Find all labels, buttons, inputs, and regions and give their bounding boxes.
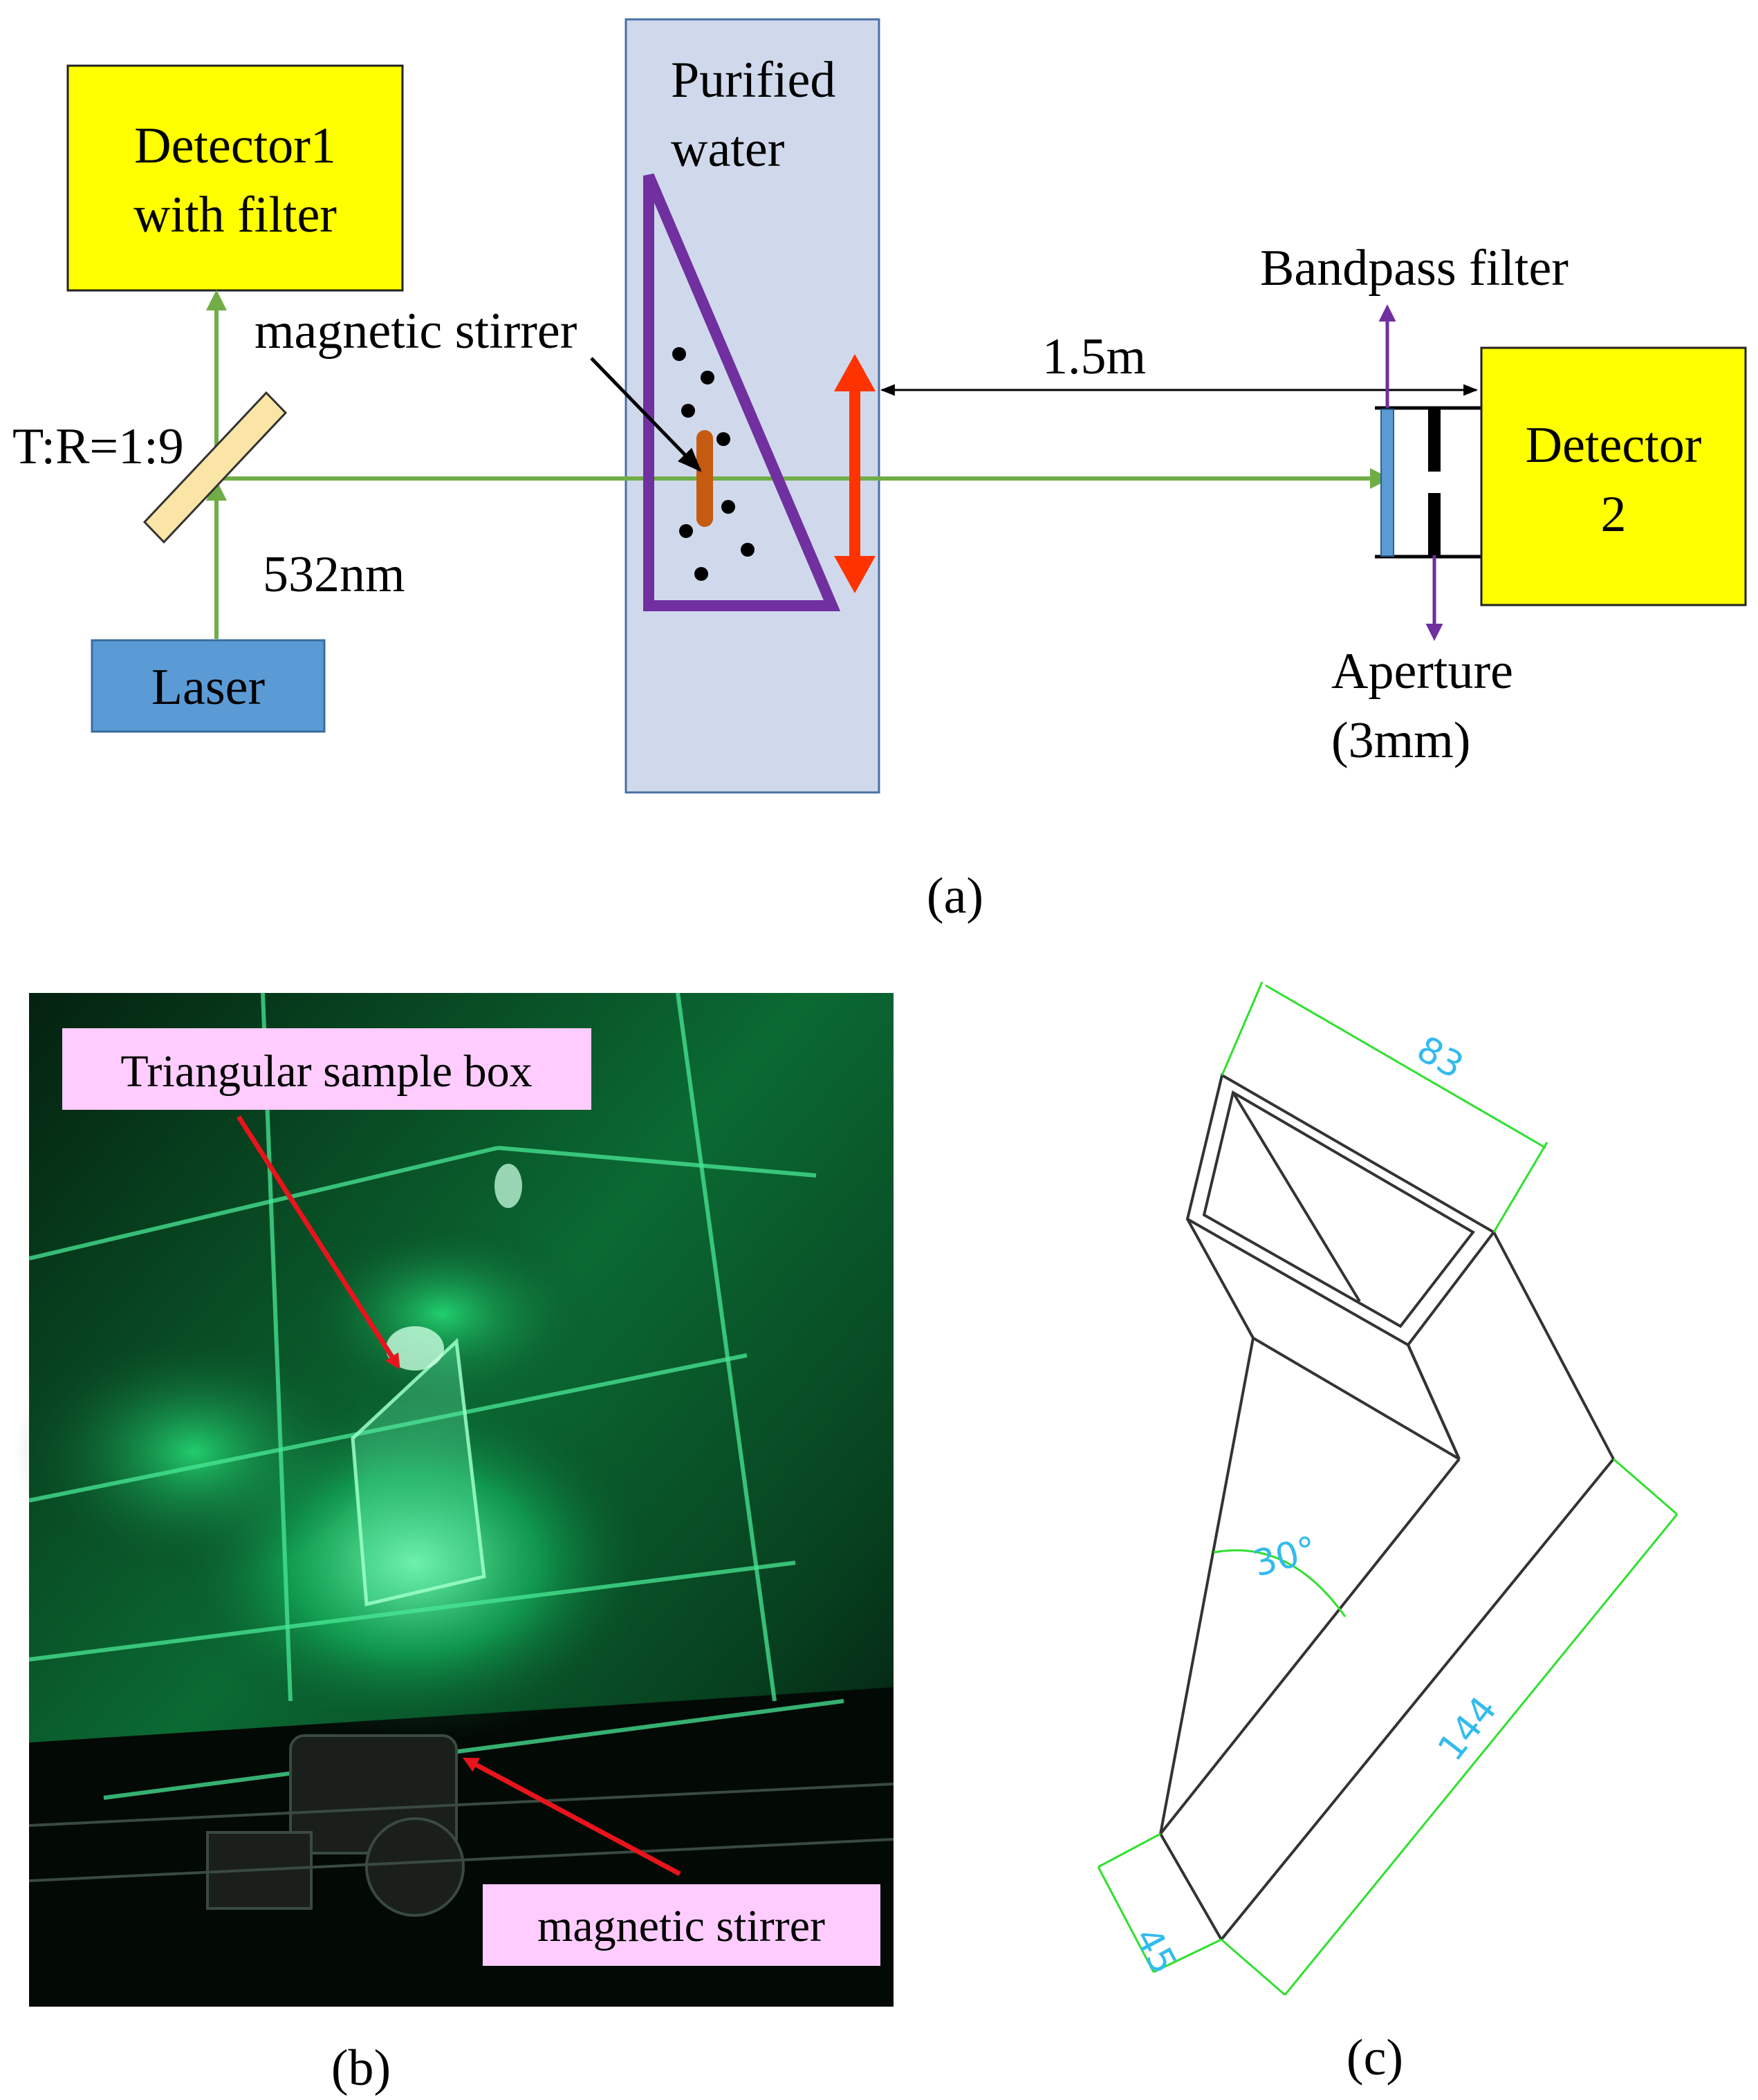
bandpass-filter (1380, 409, 1394, 557)
detector1-label-line1: Detector1 (134, 118, 336, 174)
pointer-stirrer (463, 1757, 681, 1877)
particle (694, 567, 708, 581)
stirrer-label: magnetic stirrer (255, 303, 577, 360)
particle (679, 524, 693, 538)
tank-edges (28, 992, 844, 1800)
beam-splitter (142, 391, 288, 544)
wavelength-label: 532nm (263, 546, 405, 603)
particle (716, 432, 730, 446)
dim-45: 45 (1127, 1921, 1185, 1981)
caption-c: (c) (1347, 2029, 1403, 2086)
particle (741, 543, 755, 557)
photo-sample-box (351, 1337, 486, 1607)
translation-arrow (834, 354, 876, 593)
dim-144: 144 (1430, 1689, 1505, 1769)
ratio-label: T:R=1:9 (12, 418, 184, 475)
stirrer-bar (696, 430, 713, 527)
bandpass-label: Bandpass filter (1260, 240, 1569, 297)
dim-30deg: 30° (1249, 1529, 1322, 1586)
photo-bright-spot (494, 1164, 522, 1208)
label-triangular-box: Triangular sample box (120, 1046, 532, 1097)
particles (672, 347, 755, 581)
box-outline (1159, 1072, 1615, 1941)
aperture-upper (1428, 409, 1441, 472)
distance-label: 1.5m (1042, 328, 1146, 385)
aperture-label-line1: Aperture (1331, 643, 1513, 700)
label-box-bg (62, 1028, 591, 1110)
label-magnetic-stirrer: magnetic stirrer (537, 1901, 825, 1951)
particle (721, 500, 735, 514)
pointer-box (237, 1115, 400, 1370)
particle (701, 371, 714, 384)
photo-bright-spot (386, 1326, 444, 1370)
detector2-label-line2: 2 (1601, 486, 1627, 543)
label-stirrer-bg (483, 1884, 880, 1966)
detector1-label-line2: with filter (133, 187, 337, 243)
panel-a: Purified water Detector1 with filter Las… (12, 18, 1747, 924)
panel-c: 83 30° 144 45 (c) (1097, 981, 1678, 2086)
detector2-label-line1: Detector (1526, 417, 1702, 474)
detector1-box (66, 64, 404, 292)
dimension-lines (1097, 981, 1678, 1996)
detector2-box (1480, 346, 1747, 606)
dim-83: 83 (1410, 1028, 1470, 1087)
laser-box (91, 639, 326, 733)
caption-a: (a) (927, 868, 983, 924)
stirrer-hardware (28, 1734, 894, 1917)
aperture-lower (1428, 493, 1441, 555)
caption-b: (b) (331, 2040, 391, 2097)
water-label-line1: Purified (671, 52, 835, 109)
panel-b: Triangular sample box magnetic stirrer (… (14, 992, 894, 2097)
triangular-sample-box (643, 173, 841, 611)
stirrer-pointer (590, 357, 702, 472)
laser-label: Laser (151, 659, 265, 716)
particle (672, 347, 686, 361)
photo-glow (290, 1217, 595, 1411)
water-label-line2: water (671, 121, 784, 178)
photo-glow (14, 1328, 373, 1577)
aperture-label-line2: (3mm) (1331, 712, 1470, 769)
particle (681, 404, 695, 418)
